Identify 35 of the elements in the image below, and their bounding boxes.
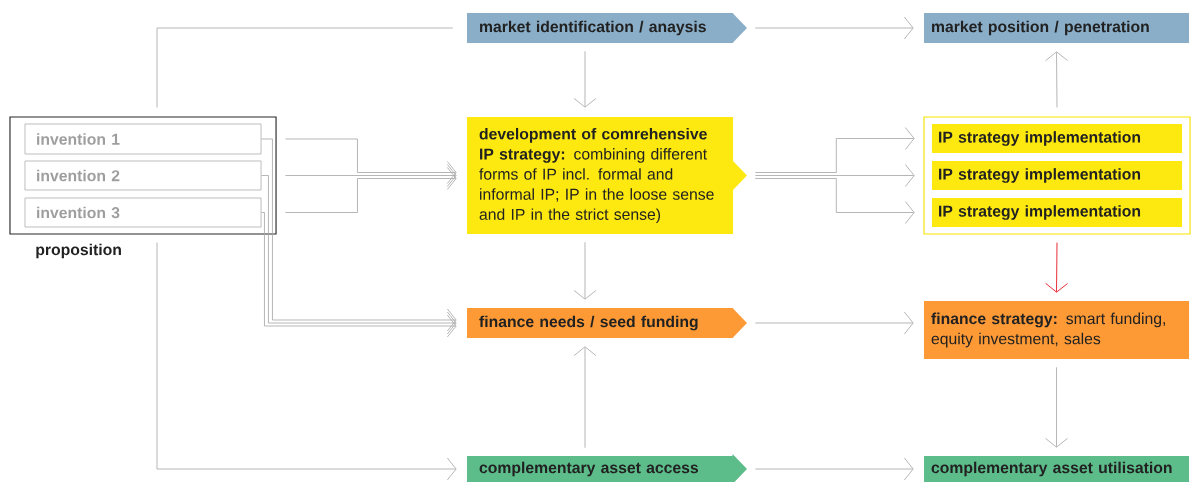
arrow [573,346,597,449]
process-box: IP strategy implementation [932,161,1183,190]
arrow [261,175,457,335]
arrow [754,457,914,481]
arrow [156,242,457,481]
invention-box: invention 1 [24,123,262,155]
box-label: proposition [36,243,121,259]
arrow [754,164,915,187]
arrow-shaped-box: market identification / anaysis [467,13,747,43]
arrow [285,164,457,187]
arrow-shaped-box: complementary asset access [467,454,747,482]
arrow-shaped-box: finance needs / seed funding [467,308,747,338]
arrow [261,212,457,338]
process-box: market position / penetration [924,13,1190,43]
arrow [285,167,457,213]
arrow [573,241,597,300]
arrow [754,127,915,173]
arrow [573,50,597,108]
process-box: IP strategy implementation [932,124,1183,153]
arrow [261,138,457,332]
arrow [285,138,457,184]
arrow [1045,366,1068,448]
process-box: IP strategy implementation [932,198,1183,227]
connector-line [156,27,454,108]
arrow [1045,242,1069,293]
invention-box: invention 3 [24,197,262,228]
arrow [1045,51,1068,108]
group-box [923,116,1191,235]
process-box: complementary asset utilisation [924,456,1190,482]
arrow [754,178,915,224]
arrow-shaped-box: development of comrehensive IP strategy: combining different forms of IP incl. formal and informal IP; IP in the loose sense and IP in the strict sense) [467,117,747,234]
process-box: finance strategy: smart funding, equity investment, sales [924,301,1190,359]
invention-box: invention 2 [24,160,262,191]
arrow [754,16,914,40]
arrow [754,311,914,335]
